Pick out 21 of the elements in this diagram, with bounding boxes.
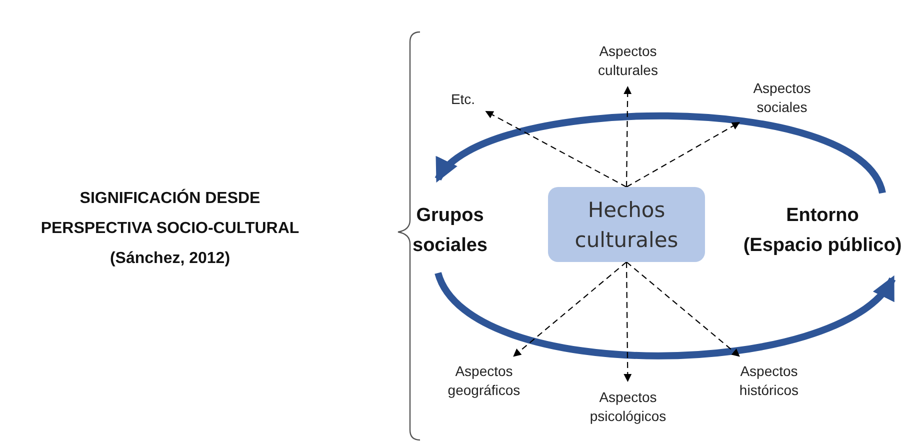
node-label: Grupos sociales bbox=[412, 204, 488, 258]
node-label: Aspectos históricos bbox=[738, 362, 800, 400]
dashed-arrow bbox=[513, 262, 627, 357]
dashed-arrow bbox=[485, 110, 627, 188]
curved-arrow bbox=[435, 112, 886, 195]
node-label: Aspectos geográficos bbox=[446, 362, 522, 400]
curved-arrow bbox=[434, 271, 896, 360]
heading-text: (Sánchez, 2012) bbox=[108, 249, 232, 269]
node-label: Aspectos culturales bbox=[597, 42, 659, 80]
dashed-arrow bbox=[624, 262, 632, 382]
process-box bbox=[548, 187, 705, 262]
node-label: Etc. bbox=[450, 90, 476, 108]
dashed-arrow bbox=[624, 86, 632, 187]
heading-text: SIGNIFICACIÓN DESDE PERSPECTIVA SOCIO-CULTURAL bbox=[40, 188, 300, 239]
node-label: Aspectos sociales bbox=[752, 79, 812, 117]
node-label: Aspectos psicológicos bbox=[588, 388, 668, 426]
node-label: Entorno bbox=[786, 204, 859, 228]
box-label: Hechos culturales bbox=[574, 196, 680, 254]
node-label: (Espacio público) bbox=[743, 234, 902, 258]
dashed-arrow bbox=[626, 122, 740, 188]
dashed-arrow bbox=[626, 262, 740, 357]
